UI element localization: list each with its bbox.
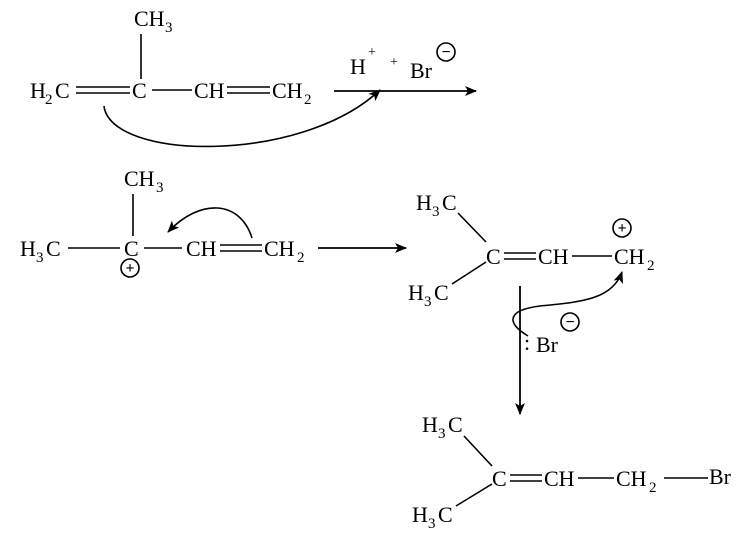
cation2-charge-ring [612,218,632,238]
carbocation-tertiary: H 3 C C CH 3 + CH CH 2 [20,166,305,278]
reactant-ch: CH [194,78,225,103]
reactant-ch3: CH [134,6,165,31]
product-h3c-top-h: H [422,412,438,437]
cation2-ch: CH [538,244,569,269]
cation2-h3c-bot-h: H [408,280,424,305]
bromide-charge: − [565,314,574,331]
product-ch2: CH [616,466,647,491]
cation1-charge: + [125,260,134,277]
cation1-charge-ring [120,258,140,278]
reagent-hbr: H + + Br − [350,42,456,83]
reactant-h2c-c: C [55,78,70,103]
cation1-h3c-h: H [20,236,36,261]
product-c: C [492,466,507,491]
reactant-ch2: CH [272,78,303,103]
cation1-h3c-c: C [46,236,61,261]
curly-arrow-bromide-attack [512,271,623,337]
cation2-ch2: CH [614,244,645,269]
bromide-lone-pair: : [524,330,530,355]
cation1-ch2: CH [264,236,295,261]
carbocation-allylic: H 3 C H 3 C C CH CH 2 + [408,190,655,310]
reagent-br-charge: − [441,44,450,61]
cation1-ch3-sub: 3 [156,180,164,196]
cation2-ch2-sub: 2 [647,258,655,274]
cation2-h3c-bot-c: C [434,280,449,305]
cation2-h3c-top-h: H [416,190,432,215]
cation1-ch: CH [186,236,217,261]
cation2-h3c-top-c: C [442,190,457,215]
product-br: Br [709,464,732,489]
product-h3c-top-sub: 3 [438,426,446,442]
cation2-charge: + [617,220,626,237]
reactant-isoprene: H 2 C C CH 3 CH CH 2 [30,6,381,148]
bromide-nucleophile: : Br − [512,271,623,357]
cation2-bond-top [457,212,487,243]
product-h3c-bot-c: C [438,502,453,527]
product-bond-top [463,435,493,467]
cation2-bond-bot [451,261,487,285]
product-allyl-bromide: H 3 C H 3 C C CH CH 2 Br [412,412,732,532]
product-h3c-bot-sub: 3 [428,516,436,532]
reactant-h2c-h: H [30,78,46,103]
curly-arrow-allylic-shift [167,207,253,239]
cation1-h3c-sub: 3 [36,250,44,266]
product-ch: CH [544,466,575,491]
reactant-center-c: C [132,78,147,103]
cation1-ch3: CH [124,166,155,191]
product-h3c-bot-h: H [412,502,428,527]
bromide-br: Br [536,332,559,357]
reagent-plus: + [390,55,398,70]
reactant-ch3-sub: 3 [165,20,173,36]
reactant-ch2-sub: 2 [304,92,312,108]
reagent-h-charge: + [368,45,376,60]
reagent-br: Br [410,58,433,83]
reagent-h: H [350,54,366,79]
cation1-center-c: C [124,236,139,261]
product-bond-bot [455,483,493,507]
cation1-ch2-sub: 2 [297,250,305,266]
cation2-c: C [486,244,501,269]
cation2-h3c-bot-sub: 3 [424,294,432,310]
bromide-nucleophile-ring [560,312,580,332]
bromide-charge-ring [436,42,456,62]
curly-arrow-pi-to-proton [103,89,381,148]
reactant-h2c-sub: 2 [45,92,53,108]
cation2-h3c-top-sub: 3 [432,204,440,220]
product-ch2-sub: 2 [649,480,657,496]
product-h3c-top-c: C [448,412,463,437]
